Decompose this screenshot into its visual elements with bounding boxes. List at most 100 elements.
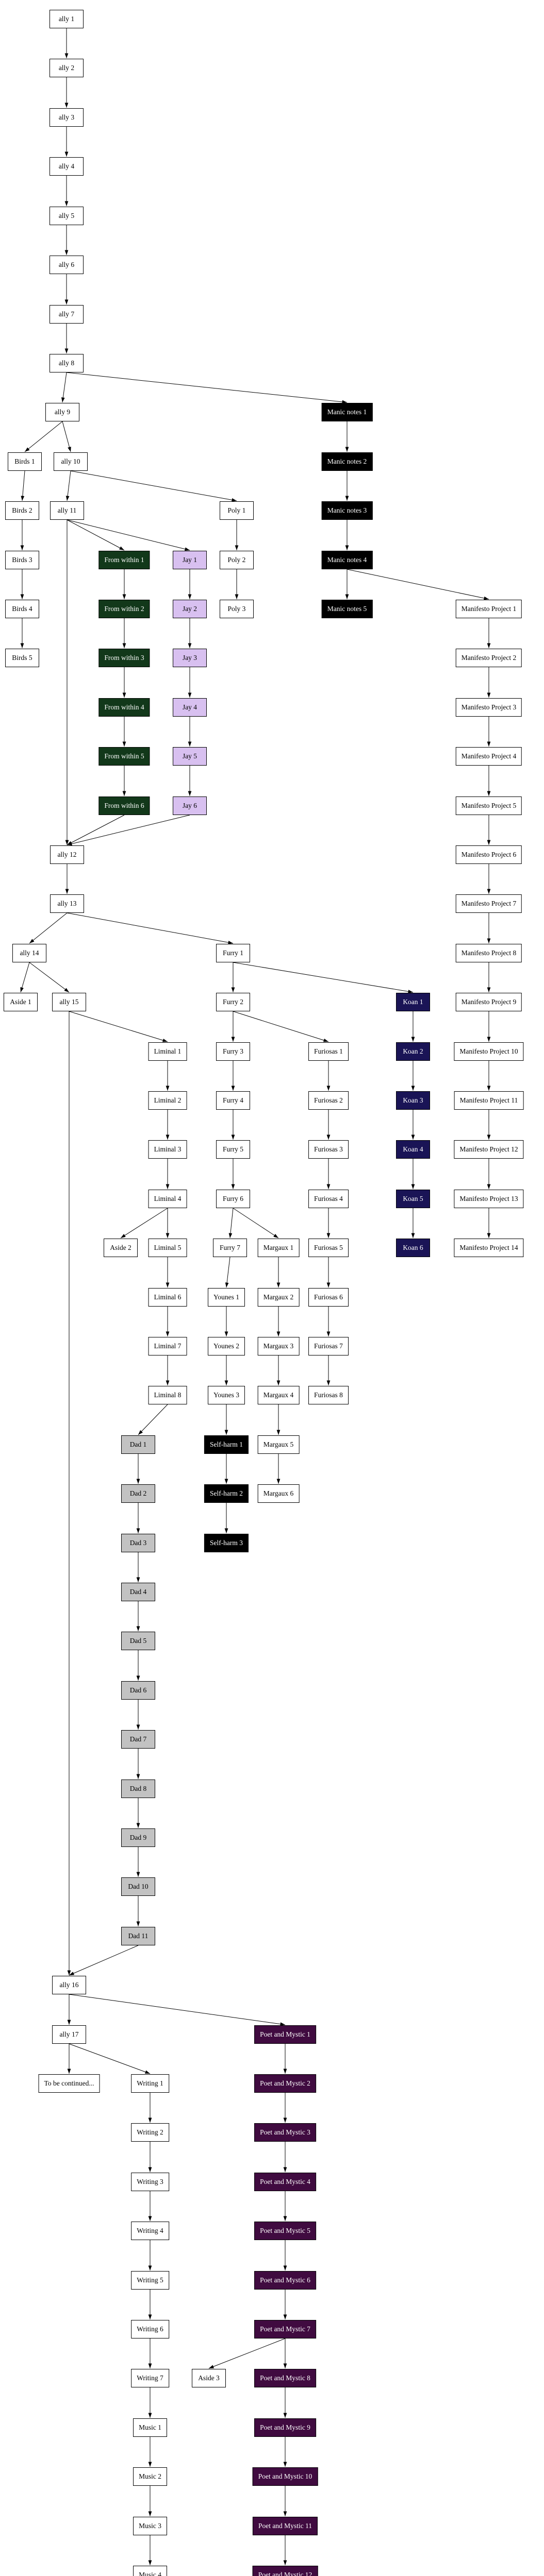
node-selfharm1: Self-harm 1 bbox=[204, 1435, 249, 1454]
node-manic2: Manic notes 2 bbox=[321, 452, 373, 471]
node-pm12: Poet and Mystic 12 bbox=[252, 2566, 318, 2576]
node-pm5: Poet and Mystic 5 bbox=[254, 2222, 316, 2240]
node-furiosas6: Furiosas 6 bbox=[308, 1288, 349, 1307]
node-koan6: Koan 6 bbox=[396, 1239, 430, 1257]
node-margaux6: Margaux 6 bbox=[257, 1484, 300, 1503]
node-mp1: Manifesto Project 1 bbox=[455, 600, 522, 618]
node-manic1: Manic notes 1 bbox=[321, 403, 373, 421]
node-fw3: From within 3 bbox=[98, 649, 150, 667]
node-furry7: Furry 7 bbox=[213, 1239, 247, 1257]
node-furry4: Furry 4 bbox=[216, 1091, 250, 1110]
node-furiosas5: Furiosas 5 bbox=[308, 1239, 349, 1257]
node-younes3: Younes 3 bbox=[207, 1386, 245, 1404]
node-music3: Music 3 bbox=[133, 2517, 167, 2535]
node-birds3: Birds 3 bbox=[5, 551, 39, 569]
node-writing5: Writing 5 bbox=[131, 2271, 169, 2290]
node-pm4: Poet and Mystic 4 bbox=[254, 2173, 316, 2191]
edge-ally13-furry1 bbox=[67, 912, 234, 944]
node-ally11: ally 11 bbox=[50, 501, 84, 520]
edge-furry6-margaux1 bbox=[233, 1208, 279, 1239]
node-dad4: Dad 4 bbox=[121, 1583, 155, 1601]
node-liminal2: Liminal 2 bbox=[148, 1091, 187, 1110]
node-koan1: Koan 1 bbox=[396, 993, 430, 1011]
edge-ally15-liminal1 bbox=[69, 1011, 168, 1042]
edge-birds1-birds2 bbox=[21, 470, 25, 501]
node-margaux1: Margaux 1 bbox=[257, 1239, 300, 1257]
node-furiosas1: Furiosas 1 bbox=[308, 1042, 349, 1061]
node-manic5: Manic notes 5 bbox=[321, 600, 373, 618]
edge-ally8-ally9 bbox=[61, 372, 67, 403]
node-margaux4: Margaux 4 bbox=[257, 1386, 300, 1404]
node-pm10: Poet and Mystic 10 bbox=[252, 2467, 318, 2486]
node-birds5: Birds 5 bbox=[5, 649, 39, 667]
edge-furry2-furiosas1 bbox=[233, 1011, 329, 1042]
node-ally12: ally 12 bbox=[50, 845, 84, 864]
node-furry6: Furry 6 bbox=[216, 1190, 250, 1208]
edge-liminal8-dad1 bbox=[138, 1404, 168, 1435]
node-manic4: Manic notes 4 bbox=[321, 551, 373, 569]
node-mp4: Manifesto Project 4 bbox=[455, 747, 522, 766]
node-mp14: Manifesto Project 14 bbox=[454, 1239, 524, 1257]
edge-ally9-birds1 bbox=[24, 421, 63, 452]
node-fw6: From within 6 bbox=[98, 796, 150, 815]
edge-pm7-aside3 bbox=[208, 2338, 286, 2369]
node-ally2: ally 2 bbox=[50, 59, 84, 77]
node-mp13: Manifesto Project 13 bbox=[454, 1190, 524, 1208]
node-music1: Music 1 bbox=[133, 2418, 167, 2437]
edge-ally11-fw1 bbox=[67, 519, 125, 551]
edge-ally16-pm1 bbox=[69, 1994, 286, 2026]
edge-jay6-ally12 bbox=[67, 815, 190, 846]
node-dad6: Dad 6 bbox=[121, 1681, 155, 1700]
node-mp3: Manifesto Project 3 bbox=[455, 698, 522, 717]
node-writing3: Writing 3 bbox=[131, 2173, 169, 2191]
node-dad1: Dad 1 bbox=[121, 1435, 155, 1454]
node-dad9: Dad 9 bbox=[121, 1828, 155, 1847]
node-birds1: Birds 1 bbox=[8, 452, 42, 471]
edge-ally9-ally10 bbox=[62, 421, 71, 452]
node-jay4: Jay 4 bbox=[173, 698, 207, 717]
node-pm6: Poet and Mystic 6 bbox=[254, 2271, 316, 2290]
node-writing4: Writing 4 bbox=[131, 2222, 169, 2240]
node-birds2: Birds 2 bbox=[5, 501, 39, 520]
node-mp7: Manifesto Project 7 bbox=[455, 894, 522, 913]
node-furiosas3: Furiosas 3 bbox=[308, 1140, 349, 1159]
node-aside2: Aside 2 bbox=[104, 1239, 138, 1257]
node-dad11: Dad 11 bbox=[121, 1927, 155, 1945]
node-liminal4: Liminal 4 bbox=[148, 1190, 187, 1208]
node-dad5: Dad 5 bbox=[121, 1632, 155, 1650]
node-selfharm3: Self-harm 3 bbox=[204, 1534, 249, 1552]
node-mp8: Manifesto Project 8 bbox=[455, 944, 522, 962]
node-dad8: Dad 8 bbox=[121, 1780, 155, 1798]
edge-ally13-ally14 bbox=[29, 912, 68, 944]
node-ally5: ally 5 bbox=[50, 207, 84, 225]
edge-manic4-mp1 bbox=[347, 569, 489, 600]
node-aside1: Aside 1 bbox=[4, 993, 38, 1011]
node-birds4: Birds 4 bbox=[5, 600, 39, 618]
node-ally10: ally 10 bbox=[54, 452, 88, 471]
node-writing7: Writing 7 bbox=[131, 2369, 169, 2387]
node-pm11: Poet and Mystic 11 bbox=[252, 2517, 318, 2535]
node-jay3: Jay 3 bbox=[173, 649, 207, 667]
node-fw2: From within 2 bbox=[98, 600, 150, 618]
node-mp2: Manifesto Project 2 bbox=[455, 649, 522, 667]
node-mp6: Manifesto Project 6 bbox=[455, 845, 522, 864]
node-pm1: Poet and Mystic 1 bbox=[254, 2025, 316, 2044]
node-furry2: Furry 2 bbox=[216, 993, 250, 1011]
node-poly3: Poly 3 bbox=[220, 600, 254, 618]
node-jay6: Jay 6 bbox=[173, 796, 207, 815]
node-liminal7: Liminal 7 bbox=[148, 1337, 187, 1355]
node-mp12: Manifesto Project 12 bbox=[454, 1140, 524, 1159]
node-margaux2: Margaux 2 bbox=[257, 1288, 300, 1307]
node-margaux3: Margaux 3 bbox=[257, 1337, 300, 1355]
node-pm7: Poet and Mystic 7 bbox=[254, 2320, 316, 2338]
edge-liminal4-aside2 bbox=[120, 1208, 168, 1239]
node-selfharm2: Self-harm 2 bbox=[204, 1484, 249, 1503]
edge-ally10-poly1 bbox=[70, 470, 237, 502]
node-ally8: ally 8 bbox=[50, 354, 84, 372]
node-ally4: ally 4 bbox=[50, 157, 84, 176]
node-liminal6: Liminal 6 bbox=[148, 1288, 187, 1307]
node-koan2: Koan 2 bbox=[396, 1042, 430, 1061]
edge-furry7-younes1 bbox=[225, 1257, 230, 1288]
node-dad7: Dad 7 bbox=[121, 1730, 155, 1749]
